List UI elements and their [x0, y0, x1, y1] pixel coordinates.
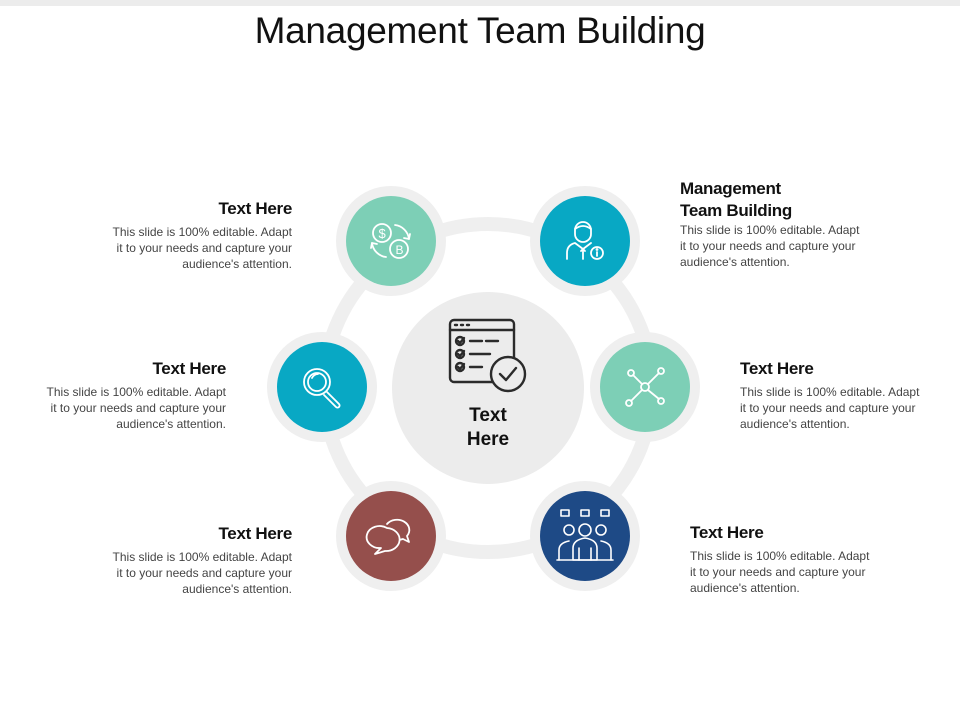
magnifier-icon [296, 361, 348, 413]
checklist-icon [446, 316, 530, 396]
heading-mid-right: Text Here [740, 359, 814, 378]
svg-text:B: B [396, 243, 404, 257]
text-block-bottom-right: Text Here This slide is 100% editable. A… [690, 522, 900, 596]
body-line: audience's attention. [690, 581, 800, 595]
body-line: it to your needs and capture your [50, 401, 226, 415]
node-bottom-right [540, 491, 630, 581]
chat-bubbles-icon [365, 510, 417, 562]
heading-top-left: Text Here [218, 199, 292, 218]
body-line: it to your needs and capture your [680, 239, 856, 253]
body-line: This slide is 100% editable. Adapt [740, 385, 920, 399]
body-mid-left: This slide is 100% editable. Adapt it to… [16, 384, 226, 432]
text-block-top-right: Management Team Building This slide is 1… [680, 178, 890, 270]
node-top-left: $ B [346, 196, 436, 286]
body-mid-right: This slide is 100% editable. Adapt it to… [740, 384, 950, 432]
center-label-line2: Here [466, 429, 510, 450]
text-block-top-left: Text Here This slide is 100% editable. A… [82, 198, 293, 272]
node-top-right [540, 196, 630, 286]
heading-line: Management [680, 179, 781, 198]
text-block-mid-left: Text Here This slide is 100% editable. A… [16, 358, 227, 432]
top-bar [0, 0, 960, 6]
center-label: Text Here [428, 404, 548, 452]
currency-exchange-icon: $ B [365, 215, 417, 267]
body-top-left: This slide is 100% editable. Adapt it to… [82, 224, 292, 272]
body-line: This slide is 100% editable. Adapt [112, 225, 292, 239]
body-line: it to your needs and capture your [116, 241, 292, 255]
node-bottom-left [346, 491, 436, 581]
body-line: This slide is 100% editable. Adapt [680, 223, 860, 237]
body-line: it to your needs and capture your [740, 401, 916, 415]
network-icon [619, 361, 671, 413]
text-block-mid-right: Text Here This slide is 100% editable. A… [740, 358, 950, 432]
heading-line: Team Building [680, 201, 792, 220]
heading-top-right: Management Team Building [680, 178, 890, 222]
body-line: This slide is 100% editable. Adapt [46, 385, 226, 399]
node-mid-right [600, 342, 690, 432]
slide-title: Management Team Building [254, 10, 706, 51]
heading-bottom-left: Text Here [218, 524, 292, 543]
body-line: This slide is 100% editable. Adapt [112, 550, 292, 564]
heading-mid-left: Text Here [152, 359, 226, 378]
body-line: audience's attention. [182, 582, 292, 596]
body-line: This slide is 100% editable. Adapt [690, 549, 870, 563]
center-label-line1: Text [469, 405, 507, 426]
businessman-icon [559, 215, 611, 267]
text-block-bottom-left: Text Here This slide is 100% editable. A… [82, 523, 293, 597]
body-line: it to your needs and capture your [116, 566, 292, 580]
body-line: audience's attention. [182, 257, 292, 271]
body-bottom-left: This slide is 100% editable. Adapt it to… [82, 549, 292, 597]
body-line: audience's attention. [680, 255, 790, 269]
svg-text:$: $ [379, 226, 387, 241]
body-bottom-right: This slide is 100% editable. Adapt it to… [690, 548, 900, 596]
center-disc [392, 292, 584, 484]
body-line: audience's attention. [116, 417, 226, 431]
heading-bottom-right: Text Here [690, 523, 764, 542]
body-top-right: This slide is 100% editable. Adapt it to… [680, 222, 890, 270]
body-line: it to your needs and capture your [690, 565, 866, 579]
team-icon [555, 508, 615, 564]
body-line: audience's attention. [740, 417, 850, 431]
node-mid-left [277, 342, 367, 432]
